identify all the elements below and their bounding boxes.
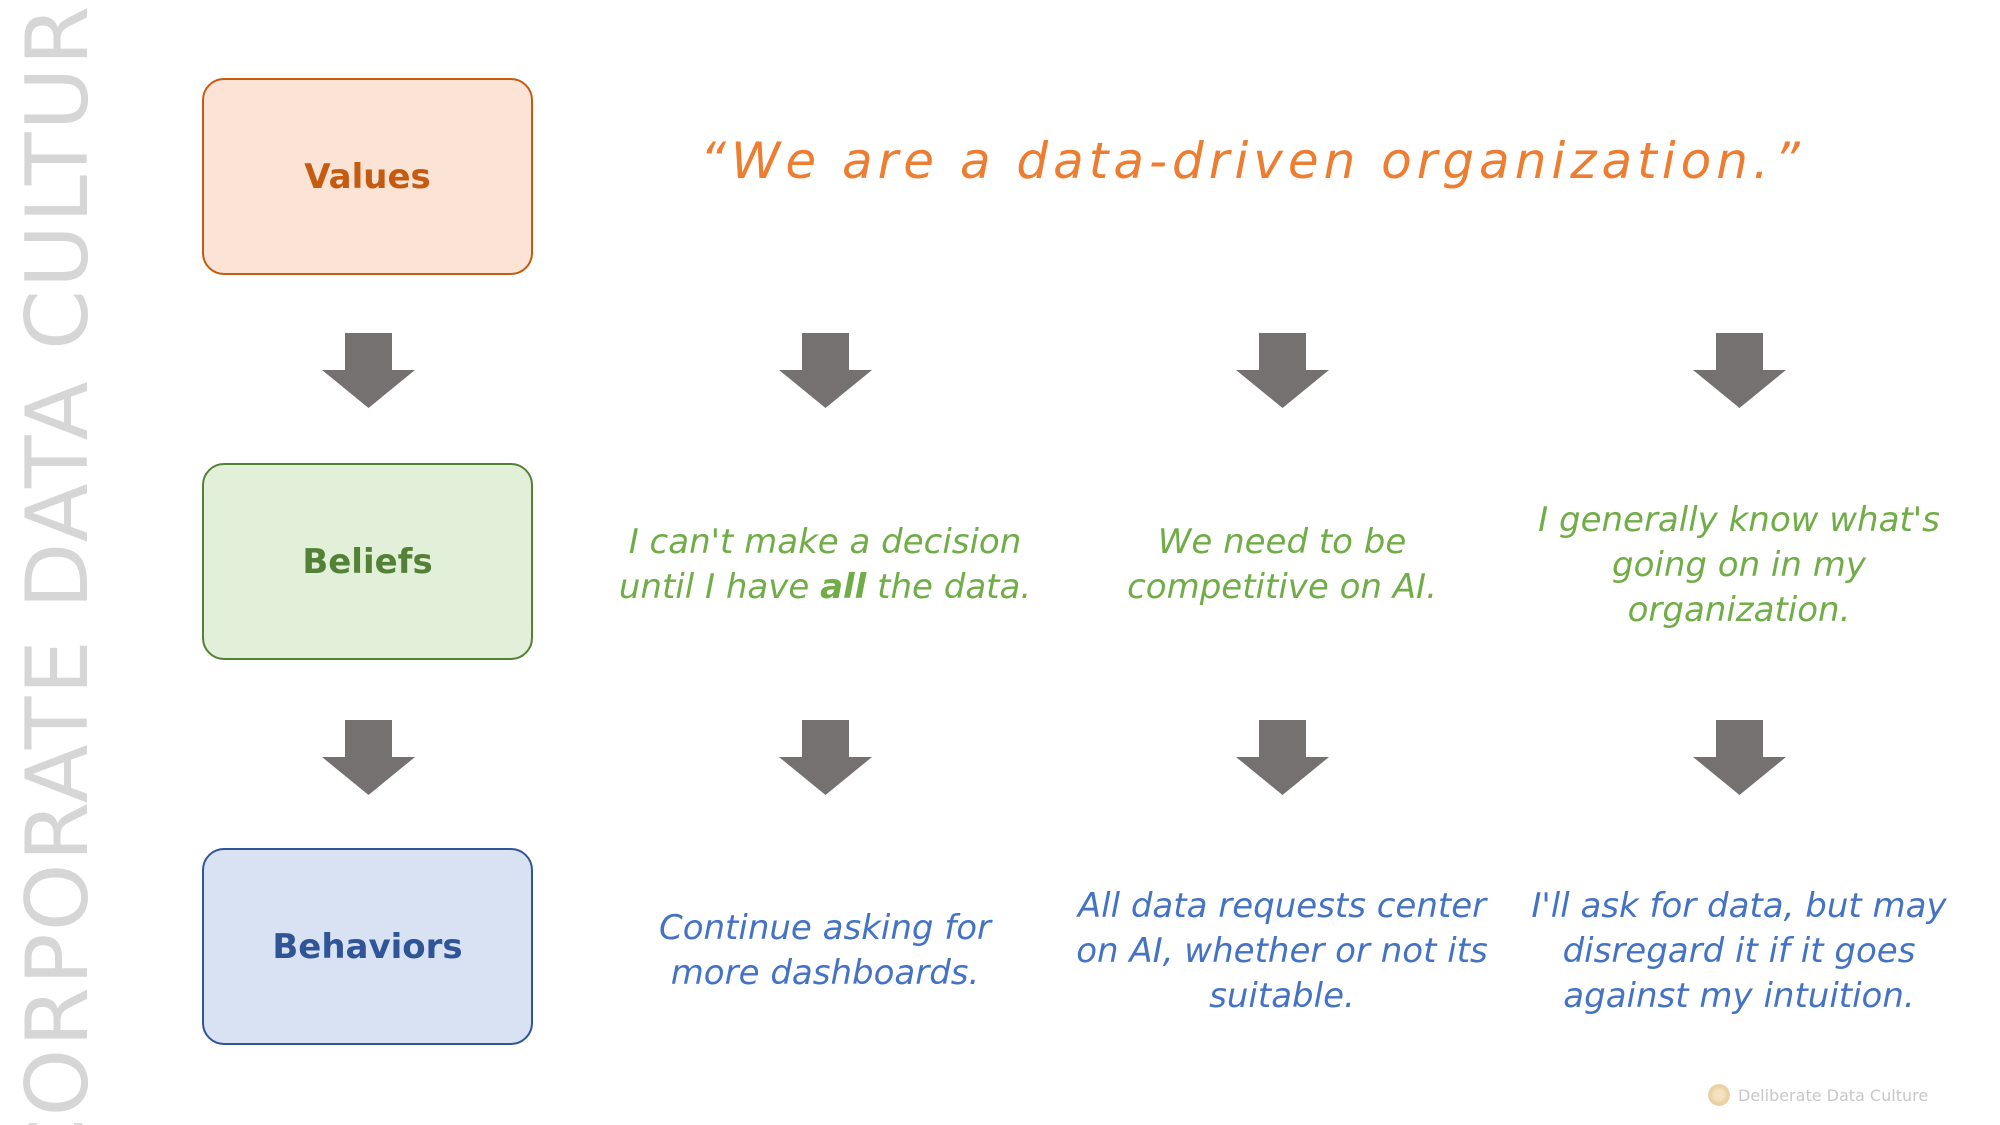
down-arrow-icon: [779, 720, 872, 795]
behaviors-box: Behaviors: [202, 848, 533, 1045]
belief-1-emphasis: all: [820, 567, 867, 607]
behaviors-label: Behaviors: [272, 926, 463, 967]
logo-icon: [1708, 1084, 1730, 1106]
footer-text: Deliberate Data Culture: [1738, 1085, 1929, 1105]
belief-1-post: the data.: [866, 567, 1032, 607]
behavior-statement-1: Continue asking for more dashboards.: [658, 908, 992, 993]
behavior-statement-3: I'll ask for data, but may disregard it …: [1531, 886, 1947, 1016]
down-arrow-icon: [1693, 333, 1786, 408]
value-statement: “We are a data-driven organization.”: [700, 132, 1805, 190]
side-title: CORPORATE DATA CULTURE: [8, 0, 108, 1125]
down-arrow-icon: [779, 333, 872, 408]
beliefs-label: Beliefs: [302, 541, 433, 582]
beliefs-box: Beliefs: [202, 463, 533, 660]
belief-statement-1: I can't make a decision until I have all…: [615, 520, 1035, 610]
values-box: Values: [202, 78, 533, 275]
values-label: Values: [304, 156, 431, 197]
belief-1-pre: I can't make a decision until I have: [618, 522, 1022, 607]
down-arrow-icon: [322, 333, 415, 408]
down-arrow-icon: [1236, 333, 1329, 408]
footer: Deliberate Data Culture: [1708, 1084, 1928, 1106]
down-arrow-icon: [1693, 720, 1786, 795]
behavior-statement-2: All data requests center on AI, whether …: [1076, 886, 1488, 1016]
down-arrow-icon: [322, 720, 415, 795]
belief-statement-2: We need to be competitive on AI.: [1127, 522, 1437, 607]
belief-statement-3: I generally know what's going on in my o…: [1538, 500, 1940, 630]
down-arrow-icon: [1236, 720, 1329, 795]
